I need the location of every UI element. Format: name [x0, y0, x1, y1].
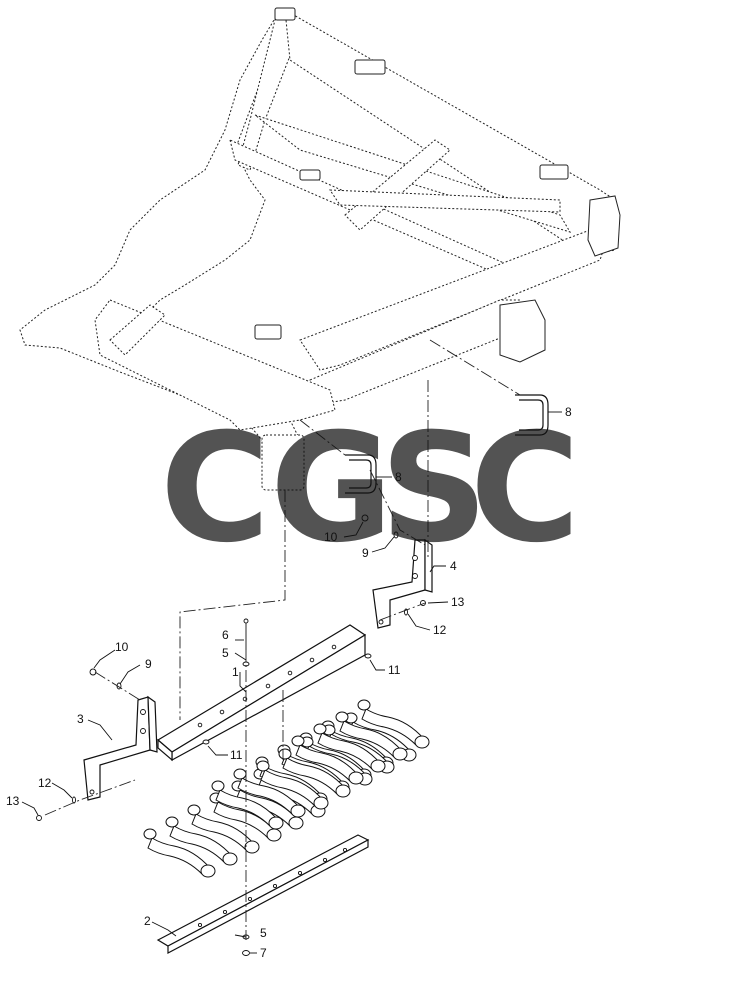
top-mount-5 [274, 7, 296, 21]
bar-holes [197, 644, 337, 728]
callout-9-right: 9 [362, 546, 369, 560]
callout-10-left: 10 [115, 640, 129, 654]
hose-19 [313, 723, 386, 773]
watermark-letter-2: G [270, 402, 393, 576]
watermark-letter-3: S [380, 402, 488, 576]
hose-3 [187, 804, 260, 854]
callout-10-right: 10 [324, 530, 338, 544]
callout-3: 3 [77, 712, 84, 726]
hose-18 [291, 735, 364, 785]
nut-13-left [36, 815, 42, 821]
hose-21 [357, 699, 430, 749]
mount-bracket-left [83, 695, 158, 801]
frame-cross-brace [329, 189, 561, 213]
feeder-plate [19, 8, 301, 461]
mount-bracket-right [372, 538, 433, 629]
callout-12-left: 12 [38, 776, 52, 790]
assembly-lines [44, 339, 521, 940]
machine-frame [19, 7, 621, 491]
hose-20 [335, 711, 408, 761]
hose-2 [165, 816, 238, 866]
clip-11-lower [202, 739, 210, 745]
left-end-plate [261, 434, 305, 491]
clamp-bar-holes [197, 847, 348, 928]
callout-7: 7 [260, 946, 267, 960]
hose-support-bar [156, 624, 367, 762]
top-mount-1 [354, 59, 386, 75]
watermark-letter-4: C [470, 402, 580, 576]
frame-front-rail [299, 229, 606, 371]
callout-13-right: 13 [451, 595, 465, 609]
u-bolt-lower [345, 454, 377, 494]
hose-clamp-bar [156, 834, 370, 954]
callout-8-upper: 8 [565, 405, 572, 419]
callout-5-upper: 5 [222, 646, 229, 660]
watermark-letter-1: C [160, 402, 270, 576]
callout-8-lower: 8 [395, 470, 402, 484]
hydraulic-hoses [143, 699, 430, 878]
callout-1: 1 [232, 665, 239, 679]
u-bolt-upper [515, 394, 549, 436]
hose-8 [233, 768, 306, 818]
callout-5-lower: 5 [260, 926, 267, 940]
frame-rear-rail [284, 9, 616, 256]
callout-11-upper: 11 [388, 663, 401, 677]
callout-6: 6 [222, 628, 229, 642]
callout-13-left: 13 [6, 794, 20, 808]
hose-7 [211, 780, 284, 830]
frame-lower-beam [94, 299, 336, 431]
top-mount-4 [299, 169, 321, 181]
hose-1 [143, 828, 216, 878]
callout-labels: 1 2 3 4 5 5 6 7 8 8 9 9 10 10 11 11 12 1… [6, 405, 572, 960]
bolt-10-left [89, 668, 97, 676]
nut-7 [242, 950, 250, 956]
frame-left-brace [109, 304, 166, 356]
callout-4: 4 [450, 559, 457, 573]
top-mount-3 [254, 324, 282, 340]
callout-9-left: 9 [145, 657, 152, 671]
callout-leaders [21, 411, 562, 954]
callout-12-right: 12 [433, 623, 447, 637]
hose-14 [278, 748, 351, 798]
washer-9-right [393, 531, 399, 539]
callout-2: 2 [144, 914, 151, 928]
right-end-plate [499, 299, 546, 363]
callout-11-lower: 11 [230, 748, 243, 762]
cgsc-watermark: C G S C [160, 402, 580, 576]
frame-diagonal-brace [344, 139, 451, 231]
bolt-6 [243, 618, 249, 650]
bolt-10-right [361, 514, 369, 522]
clip-11-upper [364, 653, 372, 659]
rear-end-plate [587, 195, 621, 257]
hose-13 [256, 760, 329, 810]
top-mount-2 [539, 164, 569, 180]
